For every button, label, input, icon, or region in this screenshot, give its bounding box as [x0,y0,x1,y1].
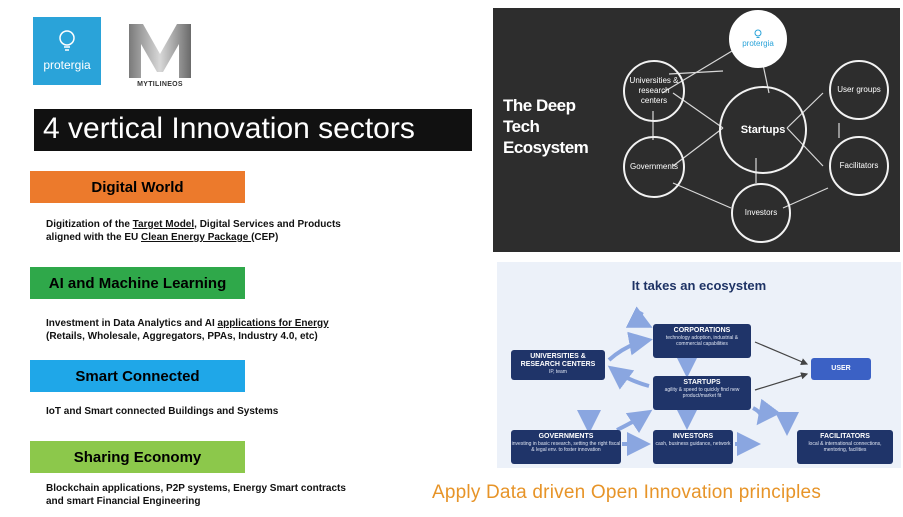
eco-universities-box: UNIVERSITIES & RESEARCH CENTERS IP, team [511,350,605,380]
deep-tech-protergia-node: protergia [729,10,787,68]
eco-user-box: USER [811,358,871,380]
deep-tech-universities-node: Universities & research centers [623,60,685,122]
ecosystem-title: It takes an ecosystem [631,278,767,293]
open-innovation-caption: Apply Data driven Open Innovation princi… [432,482,822,503]
sector-desc-sharing-economy: Blockchain applications, P2P systems, En… [46,483,346,507]
mytilineos-logo: MYTILINEOS [125,20,195,92]
ecosystem-panel: It takes an ecosystem [497,262,901,468]
eco-investors-box: INVESTORS cash, business guidance, netwo… [653,430,733,464]
deep-tech-governments-node: Governments [623,136,685,198]
deep-tech-user-groups-node: User groups [829,60,889,120]
eco-facilitators-box: FACILITATORS local & international conne… [797,430,893,464]
deep-tech-heading: The Deep Tech Ecosystem [503,96,589,157]
sector-label-ai-ml: AI and Machine Learning [30,267,245,299]
protergia-logo-text: protergia [43,58,91,72]
sector-label-sharing-economy: Sharing Economy [30,441,245,473]
protergia-logo: protergia [33,17,101,85]
slide-title: 4 vertical Innovation sectors [43,112,415,145]
eco-startups-box: STARTUPS agility & speed to quickly find… [653,376,751,410]
mytilineos-logo-text: MYTILINEOS [137,81,183,88]
ecosystem-arrows [577,306,809,456]
bulb-icon [754,29,762,38]
mytilineos-m-mark [129,24,191,78]
eco-governments-box: GOVERNMENTS investing in basic research,… [511,430,621,464]
deep-tech-investors-node: Investors [731,183,791,243]
sector-desc-digital-world: Digitization of the Target Model, Digita… [46,219,341,243]
deep-tech-facilitators-node: Facilitators [829,136,889,196]
sector-desc-smart-connected: IoT and Smart connected Buildings and Sy… [46,406,279,417]
bulb-icon [59,30,75,51]
sector-desc-ai-ml: Investment in Data Analytics and AI appl… [46,318,329,342]
sector-label-digital-world: Digital World [30,171,245,203]
eco-corporations-box: CORPORATIONS technology adoption, indust… [653,324,751,358]
slide-title-bar: 4 vertical Innovation sectors [34,109,472,151]
deep-tech-panel: The Deep Tech Ecosystem protergia Startu… [493,8,900,252]
deep-tech-startups-node: Startups [719,86,807,174]
sector-label-smart-connected: Smart Connected [30,360,245,392]
